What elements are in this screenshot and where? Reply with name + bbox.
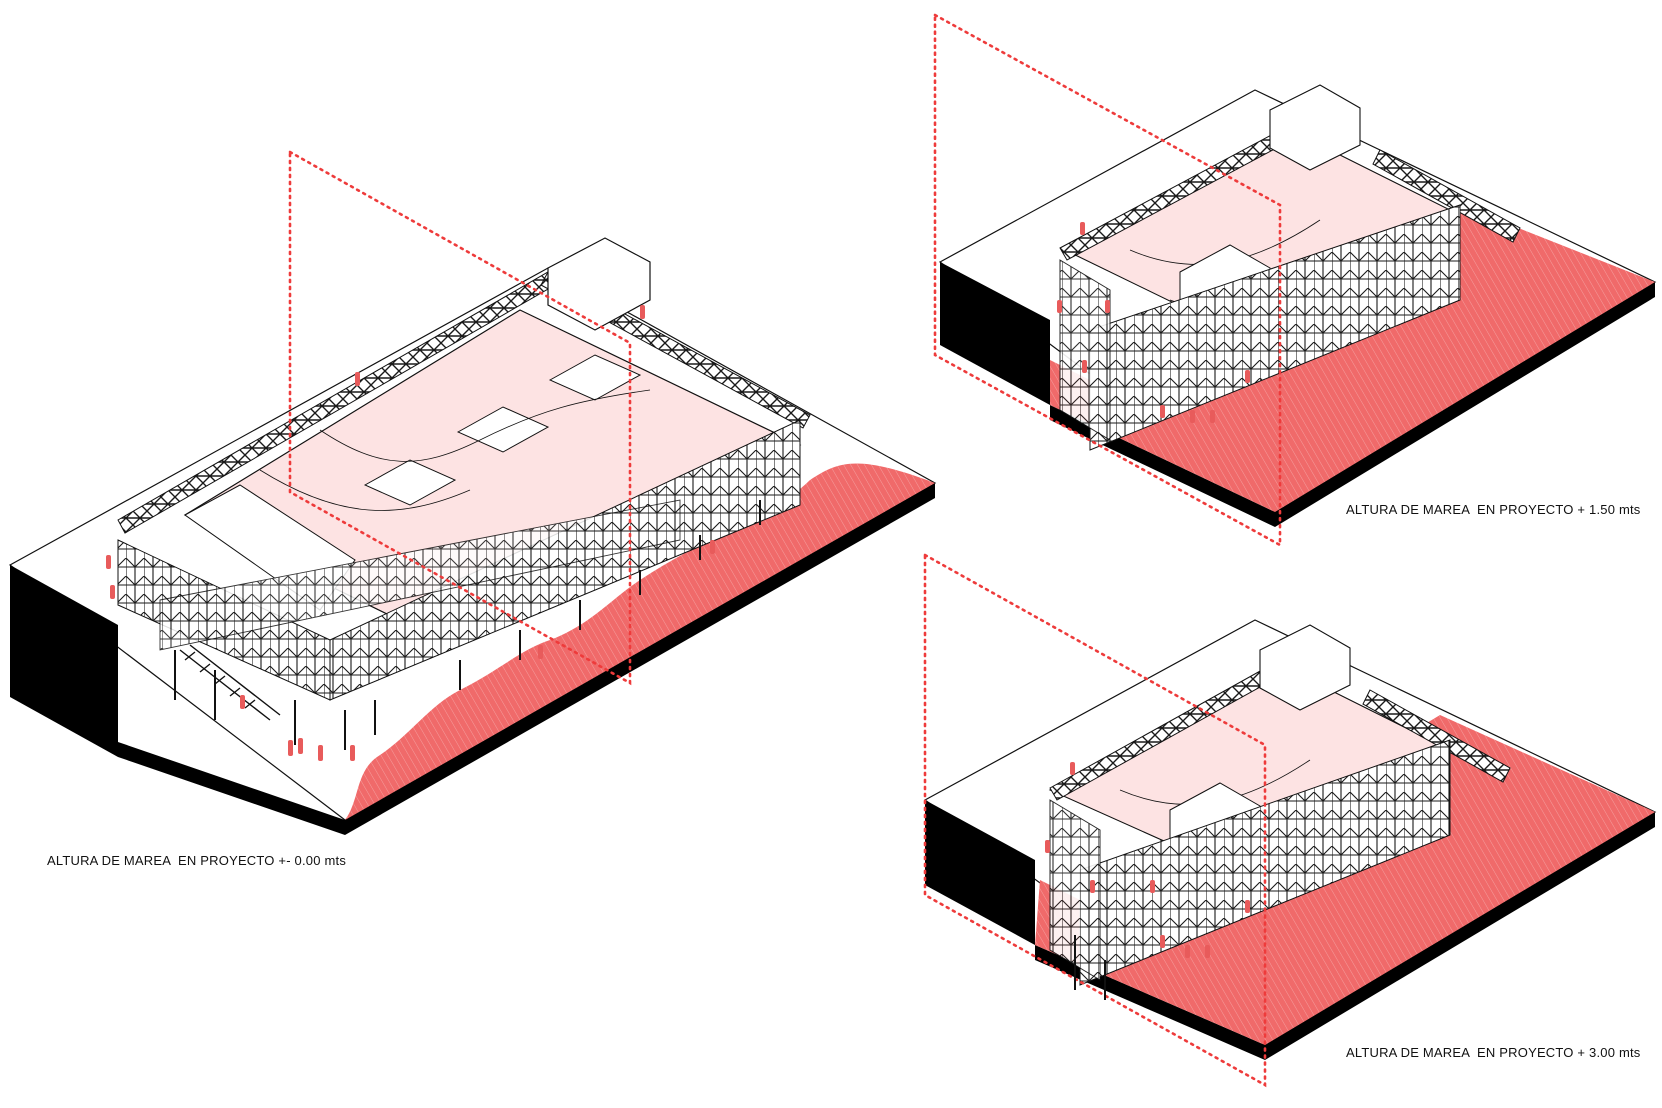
ground-side-front <box>1050 282 1655 527</box>
ground-side-front <box>1035 812 1655 1060</box>
water-surface <box>1035 715 1655 1045</box>
service-box <box>547 237 651 331</box>
panel-tide-0 <box>8 149 937 835</box>
water-surface <box>345 463 935 820</box>
service-box <box>1269 84 1361 171</box>
frame-left <box>1049 799 1101 981</box>
frame-lower <box>159 499 681 651</box>
truss-beam-right <box>1372 149 1521 243</box>
caption-tide-300: ALTURA DE MAREA EN PROYECTO + 3.00 mts <box>1346 1045 1641 1060</box>
piles <box>1074 935 1106 1000</box>
piles <box>174 500 761 750</box>
service-box <box>1259 624 1351 711</box>
ground-side-left <box>10 565 118 757</box>
truss-beam-right <box>1362 689 1511 783</box>
ground-side-left <box>925 800 1035 945</box>
ground-side-left <box>940 262 1050 405</box>
ground-side-front-left <box>118 742 345 835</box>
ground-side-front <box>345 483 935 835</box>
panel-tide-300 <box>923 552 1657 1088</box>
water-surface <box>1050 205 1655 512</box>
frame-left <box>1059 259 1111 441</box>
roof-cables <box>259 389 651 511</box>
panel-tide-150 <box>933 12 1657 548</box>
people <box>106 305 715 761</box>
section-plane <box>288 149 632 686</box>
section-plane <box>923 552 1267 1088</box>
caption-tide-0: ALTURA DE MAREA EN PROYECTO +- 0.00 mts <box>47 853 347 868</box>
stair <box>179 644 281 721</box>
people <box>1057 222 1250 423</box>
skylight <box>363 459 457 506</box>
skylight <box>548 354 642 401</box>
section-plane <box>933 12 1282 548</box>
caption-tide-150: ALTURA DE MAREA EN PROYECTO + 1.50 mts <box>1346 502 1641 517</box>
people <box>1045 762 1250 958</box>
